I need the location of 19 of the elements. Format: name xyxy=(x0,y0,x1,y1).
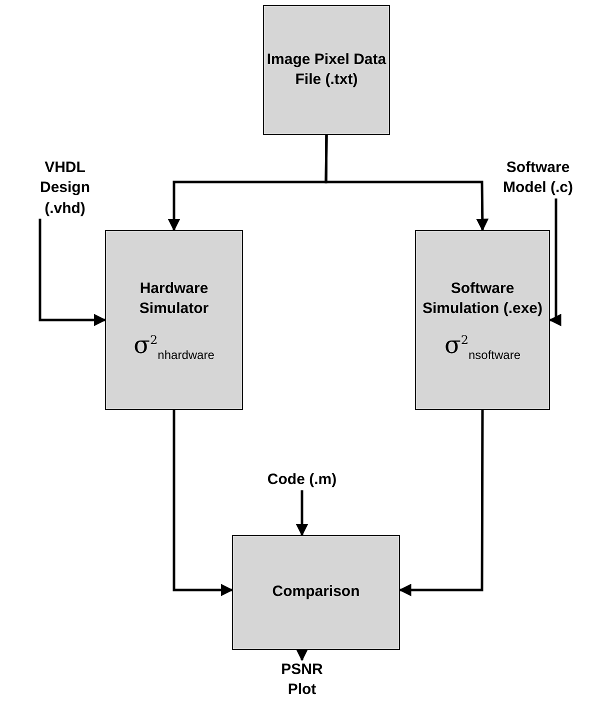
input-label: VHDL Design (.vhd) xyxy=(38,158,91,218)
process-box xyxy=(232,535,400,650)
input-label: Code (.m) xyxy=(267,470,337,490)
process-box xyxy=(105,230,243,410)
input-label: Software Model (.c) xyxy=(502,158,574,198)
arrow xyxy=(324,134,489,232)
box-label: Comparison xyxy=(272,582,360,602)
arrow xyxy=(38,218,106,326)
input-file-box xyxy=(263,5,390,135)
box-label: Hardware Simulator xyxy=(138,278,210,320)
box-label: Software Simulation (.exe) xyxy=(421,278,544,320)
arrow xyxy=(548,198,562,326)
arrow xyxy=(172,410,234,596)
arrow xyxy=(296,648,308,662)
arrow xyxy=(296,490,308,536)
process-box xyxy=(415,230,550,410)
arrow xyxy=(398,410,484,596)
box-label: Image Pixel Data File (.txt) xyxy=(266,50,388,90)
output-label: PSNR Plot xyxy=(280,660,324,700)
